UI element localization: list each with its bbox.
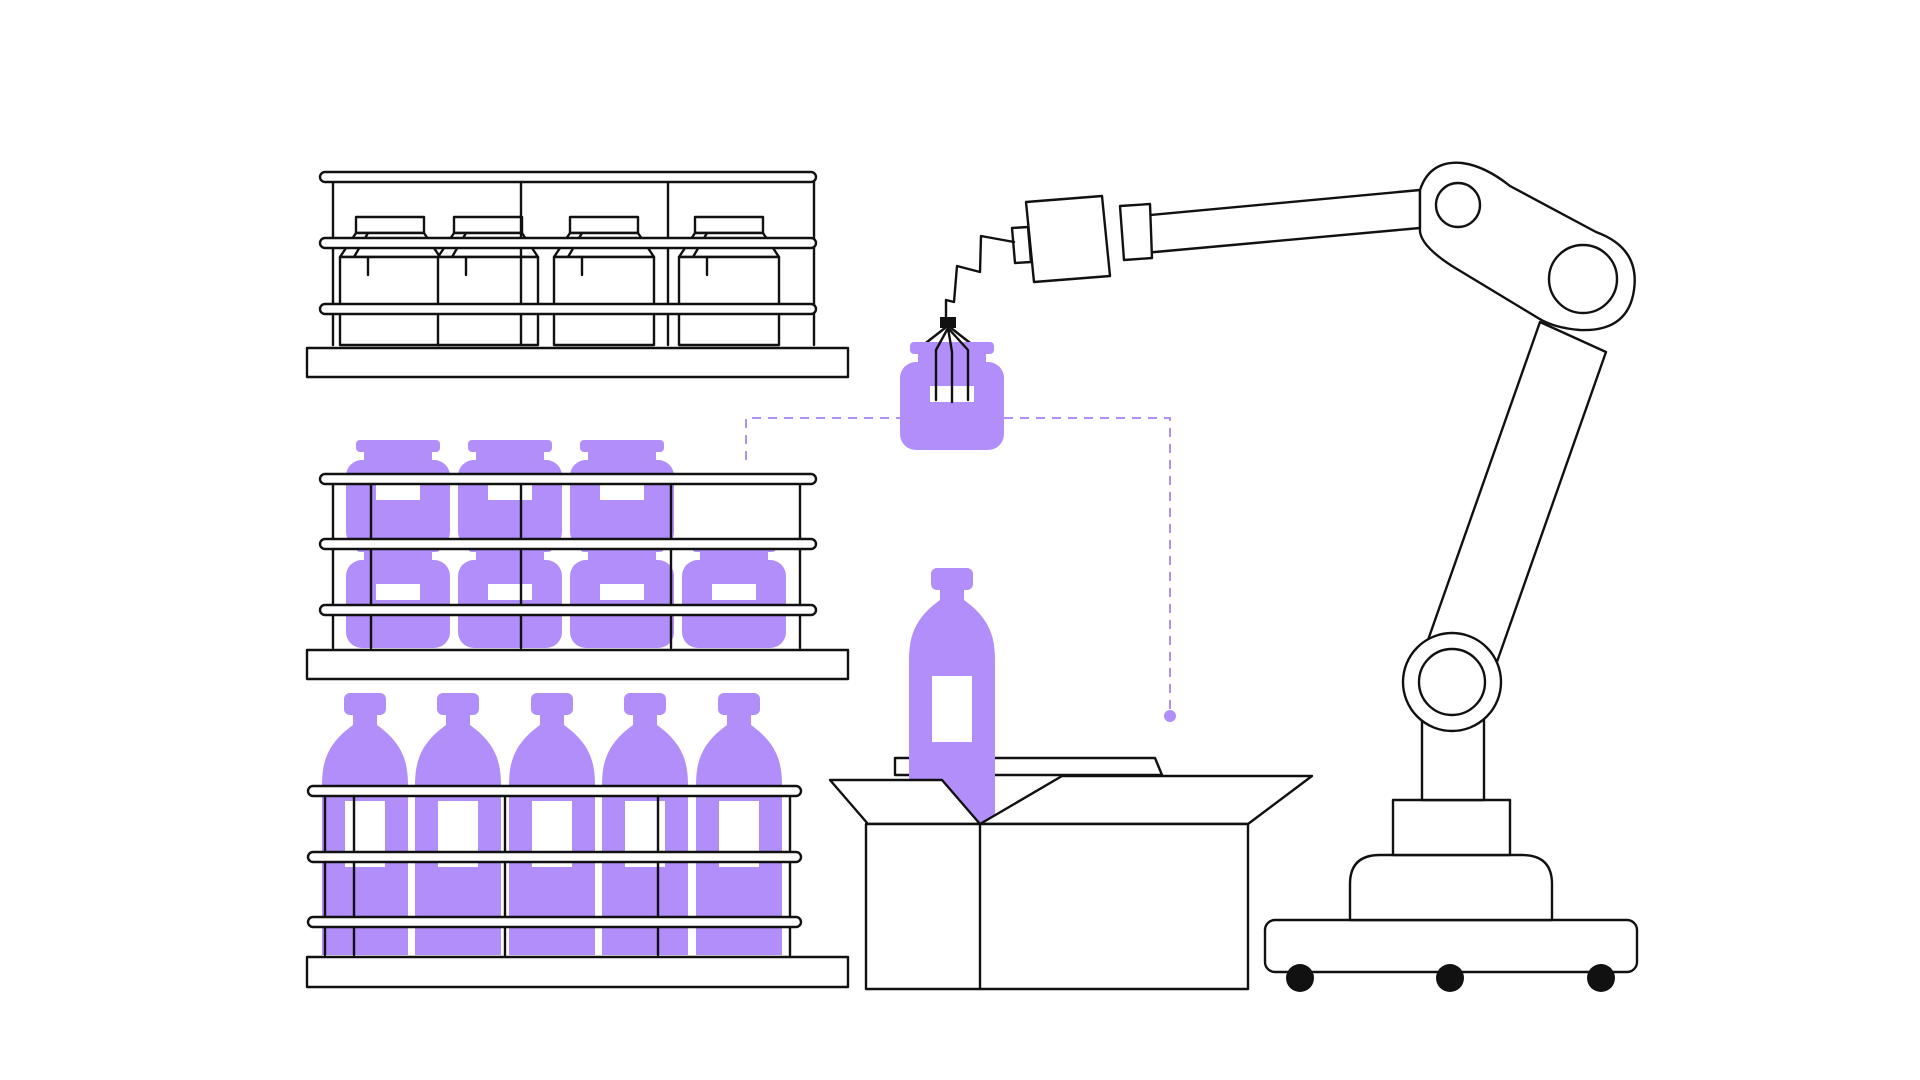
wheel-icon bbox=[1286, 964, 1314, 992]
jar-icon bbox=[570, 440, 674, 548]
jar-icon bbox=[458, 440, 562, 548]
jar-icon bbox=[346, 440, 450, 548]
wheel-icon bbox=[1436, 964, 1464, 992]
box-front bbox=[864, 822, 1250, 991]
shelf-middle-base bbox=[305, 648, 850, 681]
jar-icon bbox=[346, 540, 450, 648]
milk-carton-icon bbox=[436, 215, 540, 347]
milk-carton-icon bbox=[338, 215, 442, 347]
milk-carton-icon bbox=[677, 215, 781, 347]
drop-target-dot bbox=[1164, 710, 1176, 722]
box-flap-right bbox=[978, 774, 1314, 826]
shelf-bottom-base bbox=[305, 955, 850, 989]
jar-icon bbox=[682, 540, 786, 648]
shelf-bottom bbox=[305, 693, 850, 989]
bottle-icon bbox=[322, 693, 408, 955]
carton-row bbox=[338, 215, 781, 347]
bottle-icon bbox=[602, 693, 688, 955]
milk-carton-icon bbox=[552, 215, 656, 347]
bottle-row bbox=[322, 693, 782, 955]
bottle-icon bbox=[509, 693, 595, 955]
bottle-icon bbox=[415, 693, 501, 955]
robot-arm bbox=[920, 161, 1639, 992]
jar-icon bbox=[570, 540, 674, 648]
bottle-icon bbox=[696, 693, 782, 955]
shelf-middle-rack bbox=[318, 472, 818, 650]
robot-motor bbox=[1024, 194, 1112, 284]
shelf-top-base bbox=[305, 346, 850, 379]
shelf-top bbox=[305, 170, 850, 379]
open-box bbox=[828, 568, 1314, 991]
gripper-prongs bbox=[934, 326, 970, 404]
shelf-top-rack bbox=[318, 170, 818, 347]
robot-wrist bbox=[1118, 202, 1154, 262]
robot-lower-arm bbox=[1426, 320, 1608, 678]
wheel-icon bbox=[1587, 964, 1615, 992]
robot-upper-arm bbox=[1138, 188, 1422, 255]
gripper-hub bbox=[940, 317, 956, 328]
jar-icon bbox=[458, 540, 562, 648]
shelf-bottom-rack bbox=[306, 784, 803, 957]
transfer-path bbox=[745, 417, 1176, 722]
shelf-middle bbox=[305, 440, 850, 681]
